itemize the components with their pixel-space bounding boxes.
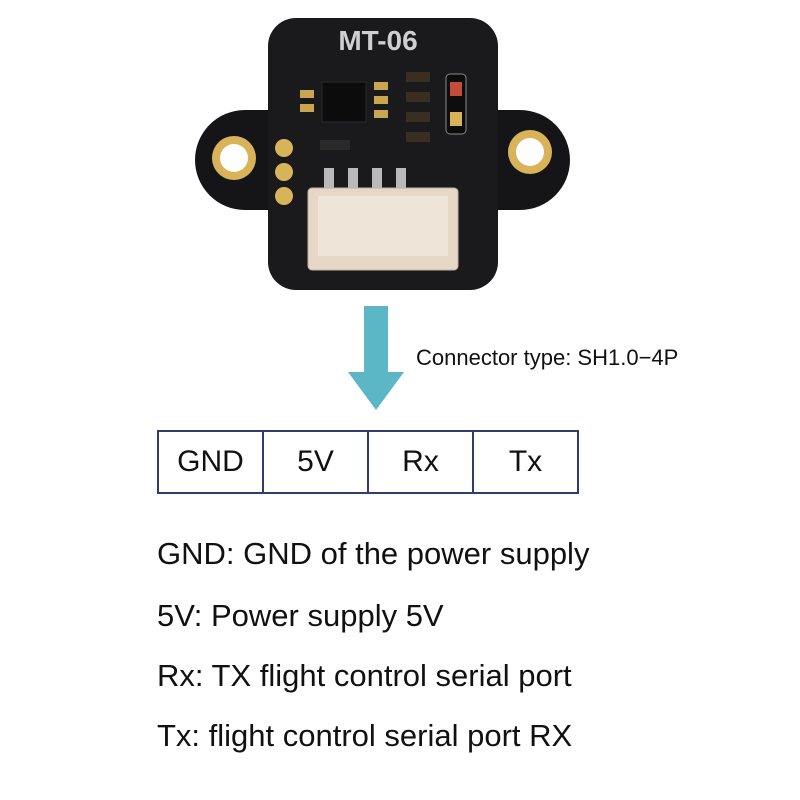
pin-description-gnd: GND: GND of the power supply [157, 536, 590, 571]
pin-tx: Tx [508, 445, 543, 478]
pin-description-rx: Rx: TX flight control serial port [157, 658, 572, 693]
down-arrow-icon [348, 306, 404, 410]
pin-rx: Rx [369, 432, 474, 492]
pinout-table: GND 5V Rx Tx [157, 430, 579, 494]
pin-gnd: GND [159, 432, 264, 492]
chip [321, 81, 367, 123]
side-pads [275, 139, 293, 205]
pin-description-5v: 5V: Power supply 5V [157, 598, 444, 633]
pin-5v: 5V [264, 432, 369, 492]
pin-description-tx: Tx: flight control serial port RX [157, 718, 573, 753]
smd-components [320, 72, 430, 150]
connector-pins [324, 168, 406, 192]
connector-type-label: Connector type: SH1.0−4P [416, 345, 679, 370]
sensor-board-illustration: MT-06 [195, 18, 570, 410]
board-label: MT-06 [338, 25, 417, 56]
